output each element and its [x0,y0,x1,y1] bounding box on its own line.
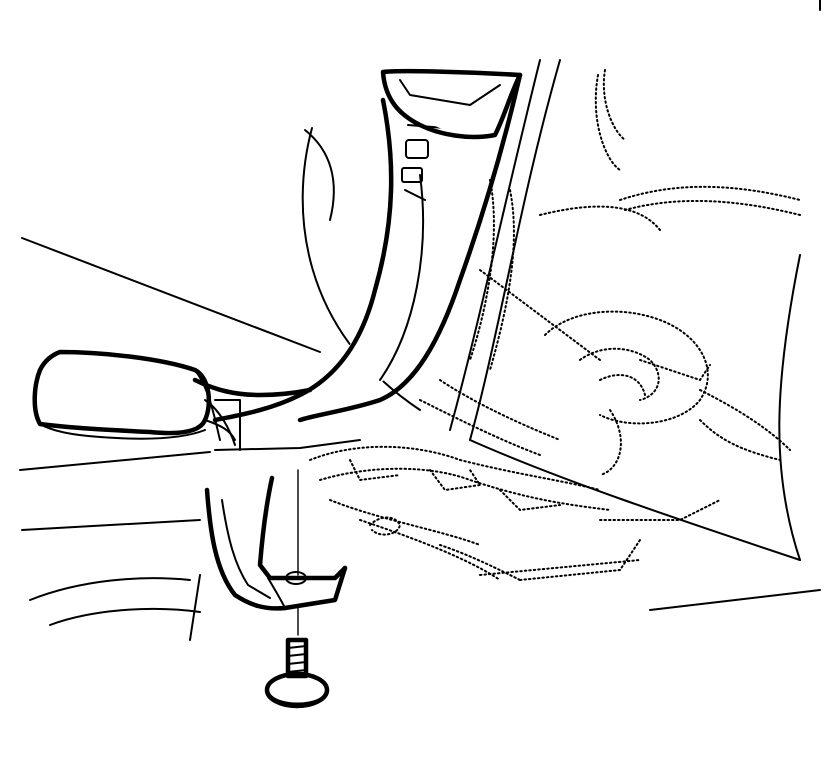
latch-slot-upper [405,139,429,159]
latch-slot-lower [401,167,423,183]
b-pillar-trim [449,0,821,611]
anchor-bracket [204,475,348,611]
latch-plate [380,68,523,183]
floor-panel [309,445,721,581]
seat-belt-buckle [32,349,361,451]
bolt-head [264,671,330,709]
seat-cushion-outline [19,127,421,641]
anchor-bolt [264,637,330,709]
seat-frame [419,69,801,476]
bracket-bolt-hole [285,571,307,585]
